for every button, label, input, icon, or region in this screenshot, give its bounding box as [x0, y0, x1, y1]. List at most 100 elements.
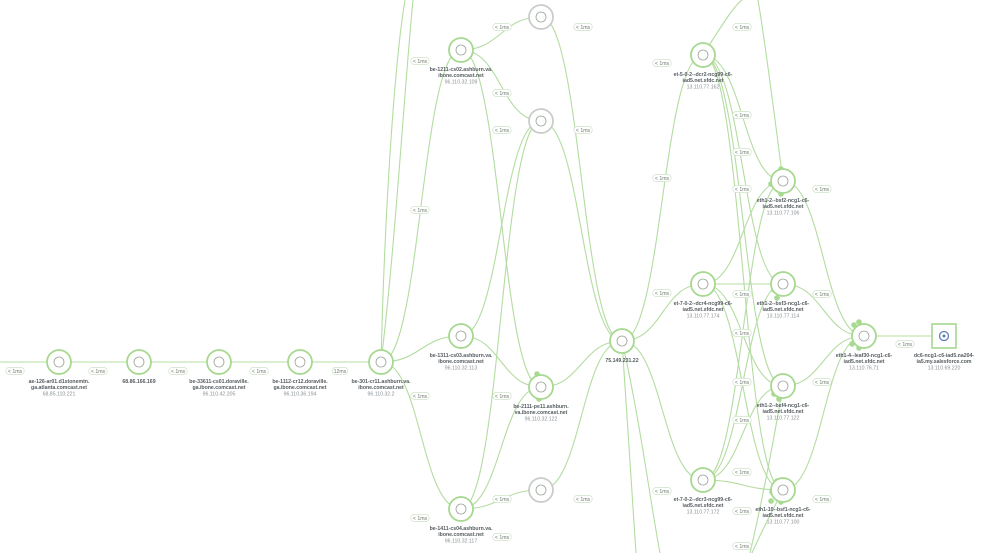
latency-label: < 1ms — [492, 126, 512, 134]
hop-core-icon — [213, 356, 225, 368]
hop-name: va.ibone.comcast.net — [515, 410, 568, 416]
latency-label: < 1ms — [168, 367, 188, 375]
latency-text: < 1ms — [735, 187, 750, 193]
hop-core-icon — [535, 484, 547, 496]
path-link — [540, 340, 623, 491]
latency-text: < 1ms — [495, 535, 510, 541]
network-hop-n12[interactable] — [528, 477, 554, 503]
target-icon-center — [942, 334, 946, 338]
latency-text: < 1ms — [735, 470, 750, 476]
hop-name: be-1112-cr12.doraville. — [272, 379, 328, 385]
hop-name: et-7-0-2--dcr4-ncg99-c6- — [674, 301, 733, 307]
hop-core-icon — [697, 474, 709, 486]
latency-text: < 1ms — [576, 25, 591, 31]
hop-name: ibone.comcast.net — [358, 385, 404, 391]
path-link — [702, 54, 784, 387]
network-hop-n10[interactable] — [528, 108, 554, 134]
latency-text: < 1ms — [495, 497, 510, 503]
latency-text: < 1ms — [252, 369, 267, 375]
latency-label: < 1ms — [88, 367, 108, 375]
network-hop-n11[interactable]: be-2111-pe11.ashburn.va.ibone.comcast.ne… — [513, 374, 569, 422]
network-hop-n15[interactable]: et-7-0-2--dcr4-ncg99-c6-iad5.net.sfdc.ne… — [674, 271, 733, 319]
latency-text: < 1ms — [413, 208, 428, 214]
network-hop-n9[interactable] — [528, 4, 554, 30]
hop-ip: 13.110.77.162 — [687, 84, 720, 90]
hop-name: ibone.comcast.net — [438, 359, 484, 365]
network-hop-n3[interactable]: be-33611-cs01.doraville.ga.ibone.comcast… — [189, 349, 249, 397]
latency-label: < 1ms — [410, 514, 430, 522]
network-hop-n8[interactable]: be-1411-cs04.ashburn.va.ibone.comcast.ne… — [430, 496, 493, 544]
network-hop-n16[interactable]: et-7-0-2--dcr3-ncg99-c6-iad5.net.sfdc.ne… — [674, 467, 733, 515]
network-hop-n2[interactable]: 68.86.166.169 — [122, 349, 156, 385]
latency-label: < 1ms — [732, 507, 752, 515]
hop-name: et-7-0-2--dcr3-ncg99-c6- — [674, 497, 733, 503]
link-endpoints — [534, 166, 862, 505]
network-hop-n6[interactable]: be-1211-cs02.ashburn.va.ibone.comcast.ne… — [430, 37, 493, 85]
hop-core-icon — [455, 503, 467, 515]
network-hops: ae-126-ar01.d1stonemtn.ga.atlanta.comcas… — [29, 4, 975, 544]
network-hop-n7[interactable]: be-1311-cs03.ashburn.va.ibone.comcast.ne… — [430, 323, 493, 371]
latency-text: < 1ms — [495, 394, 510, 400]
network-hop-n20[interactable]: eth1-10--bsf1-ncg1-c6-iad5.net.sfdc.net1… — [755, 477, 811, 525]
latency-text: < 1ms — [735, 292, 750, 298]
hop-name: eth1-10--bsf1-ncg1-c6- — [755, 507, 811, 513]
network-hop-n22[interactable]: dc6-ncg1-c6-iad5.na204-ia5.my.salesforce… — [914, 323, 975, 371]
hop-ip: 96.110.36.194 — [284, 391, 317, 397]
network-hop-n13[interactable]: 75.149.231.22 — [605, 328, 639, 364]
hop-ip: 68.85.110.221 — [43, 391, 76, 397]
path-link-offscreen — [621, 340, 661, 553]
latency-text: < 1ms — [495, 91, 510, 97]
network-hop-n17[interactable]: eth1-2--bsf2-ncg1-c6-iad5.net.sfdc.net13… — [757, 168, 810, 216]
network-hop-n21[interactable]: eth1-4--leaf30-ncg1-c6-iad5.net.sfdc.net… — [836, 323, 893, 371]
path-link — [460, 386, 542, 510]
hop-core-icon — [375, 356, 387, 368]
hop-name: be-1211-cs02.ashburn.va. — [430, 67, 493, 73]
path-link — [540, 16, 623, 342]
hop-name: be-2111-pe11.ashburn. — [513, 404, 569, 410]
hop-ip: 13.110.69.220 — [928, 365, 961, 371]
network-hop-n4[interactable]: be-1112-cr12.doraville.ga.ibone.comcast.… — [272, 349, 328, 397]
latency-text: < 1ms — [576, 497, 591, 503]
latency-text: < 1ms — [815, 497, 830, 503]
hop-name: iad5.net.sfdc.net — [763, 409, 804, 415]
latency-label: < 1ms — [492, 533, 512, 541]
hop-ip: 96.110.32.117 — [445, 538, 478, 544]
path-link-offscreen — [380, 0, 414, 363]
network-hop-n5[interactable]: be-301-cr11.ashburn.va.ibone.comcast.net… — [351, 349, 411, 397]
latency-labels: < 1ms < 1ms < 1ms < 1ms 12ms < 1ms < 1ms < 1ms <… — [5, 23, 915, 550]
hop-ip: 13.110.77.106 — [767, 210, 800, 216]
network-hop-n19[interactable]: eth1-2--bsf4-ncg1-c6-iad5.net.sfdc.net13… — [757, 373, 810, 421]
hop-name: iad5.net.sfdc.net — [763, 307, 804, 313]
latency-label: < 1ms — [573, 23, 593, 31]
latency-label: < 1ms — [249, 367, 269, 375]
latency-label: < 1ms — [732, 290, 752, 298]
hop-core-icon — [133, 356, 145, 368]
path-link — [460, 120, 542, 510]
hop-name: be-1311-cs03.ashburn.va. — [430, 353, 493, 359]
hop-name: ae-126-ar01.d1stonemtn. — [29, 379, 90, 385]
network-hop-n18[interactable]: eth1-2--bsf3-ncg1-c6-iad5.net.sfdc.net13… — [757, 271, 810, 319]
hop-name: iad5.net.sfdc.net — [763, 204, 804, 210]
link-endpoint-dot — [856, 319, 862, 325]
latency-label: < 1ms — [732, 378, 752, 386]
path-link-offscreen — [757, 0, 784, 182]
hop-ip: 13.110.77.172 — [687, 509, 720, 515]
hop-core-icon — [616, 335, 628, 347]
latency-text: 12ms — [334, 369, 347, 375]
latency-text: < 1ms — [413, 516, 428, 522]
latency-label: < 1ms — [732, 23, 752, 31]
network-hop-n14[interactable]: et-5-0-2--dcr2-ncg99-c6-iad5.net.sfdc.ne… — [674, 42, 733, 90]
path-link-offscreen — [621, 340, 637, 553]
latency-text: < 1ms — [898, 342, 913, 348]
latency-text: < 1ms — [735, 509, 750, 515]
path-link — [540, 340, 623, 388]
hop-name: ia5.my.salesforce.com — [917, 359, 972, 365]
network-hop-n1[interactable]: ae-126-ar01.d1stonemtn.ga.atlanta.comcas… — [29, 349, 90, 397]
hop-ip: 96.110.32.2 — [367, 391, 394, 397]
latency-text: < 1ms — [735, 418, 750, 424]
latency-text: < 1ms — [815, 292, 830, 298]
path-link — [782, 180, 865, 337]
hop-core-icon — [777, 484, 789, 496]
hop-ip: 96.110.32.122 — [525, 416, 558, 422]
